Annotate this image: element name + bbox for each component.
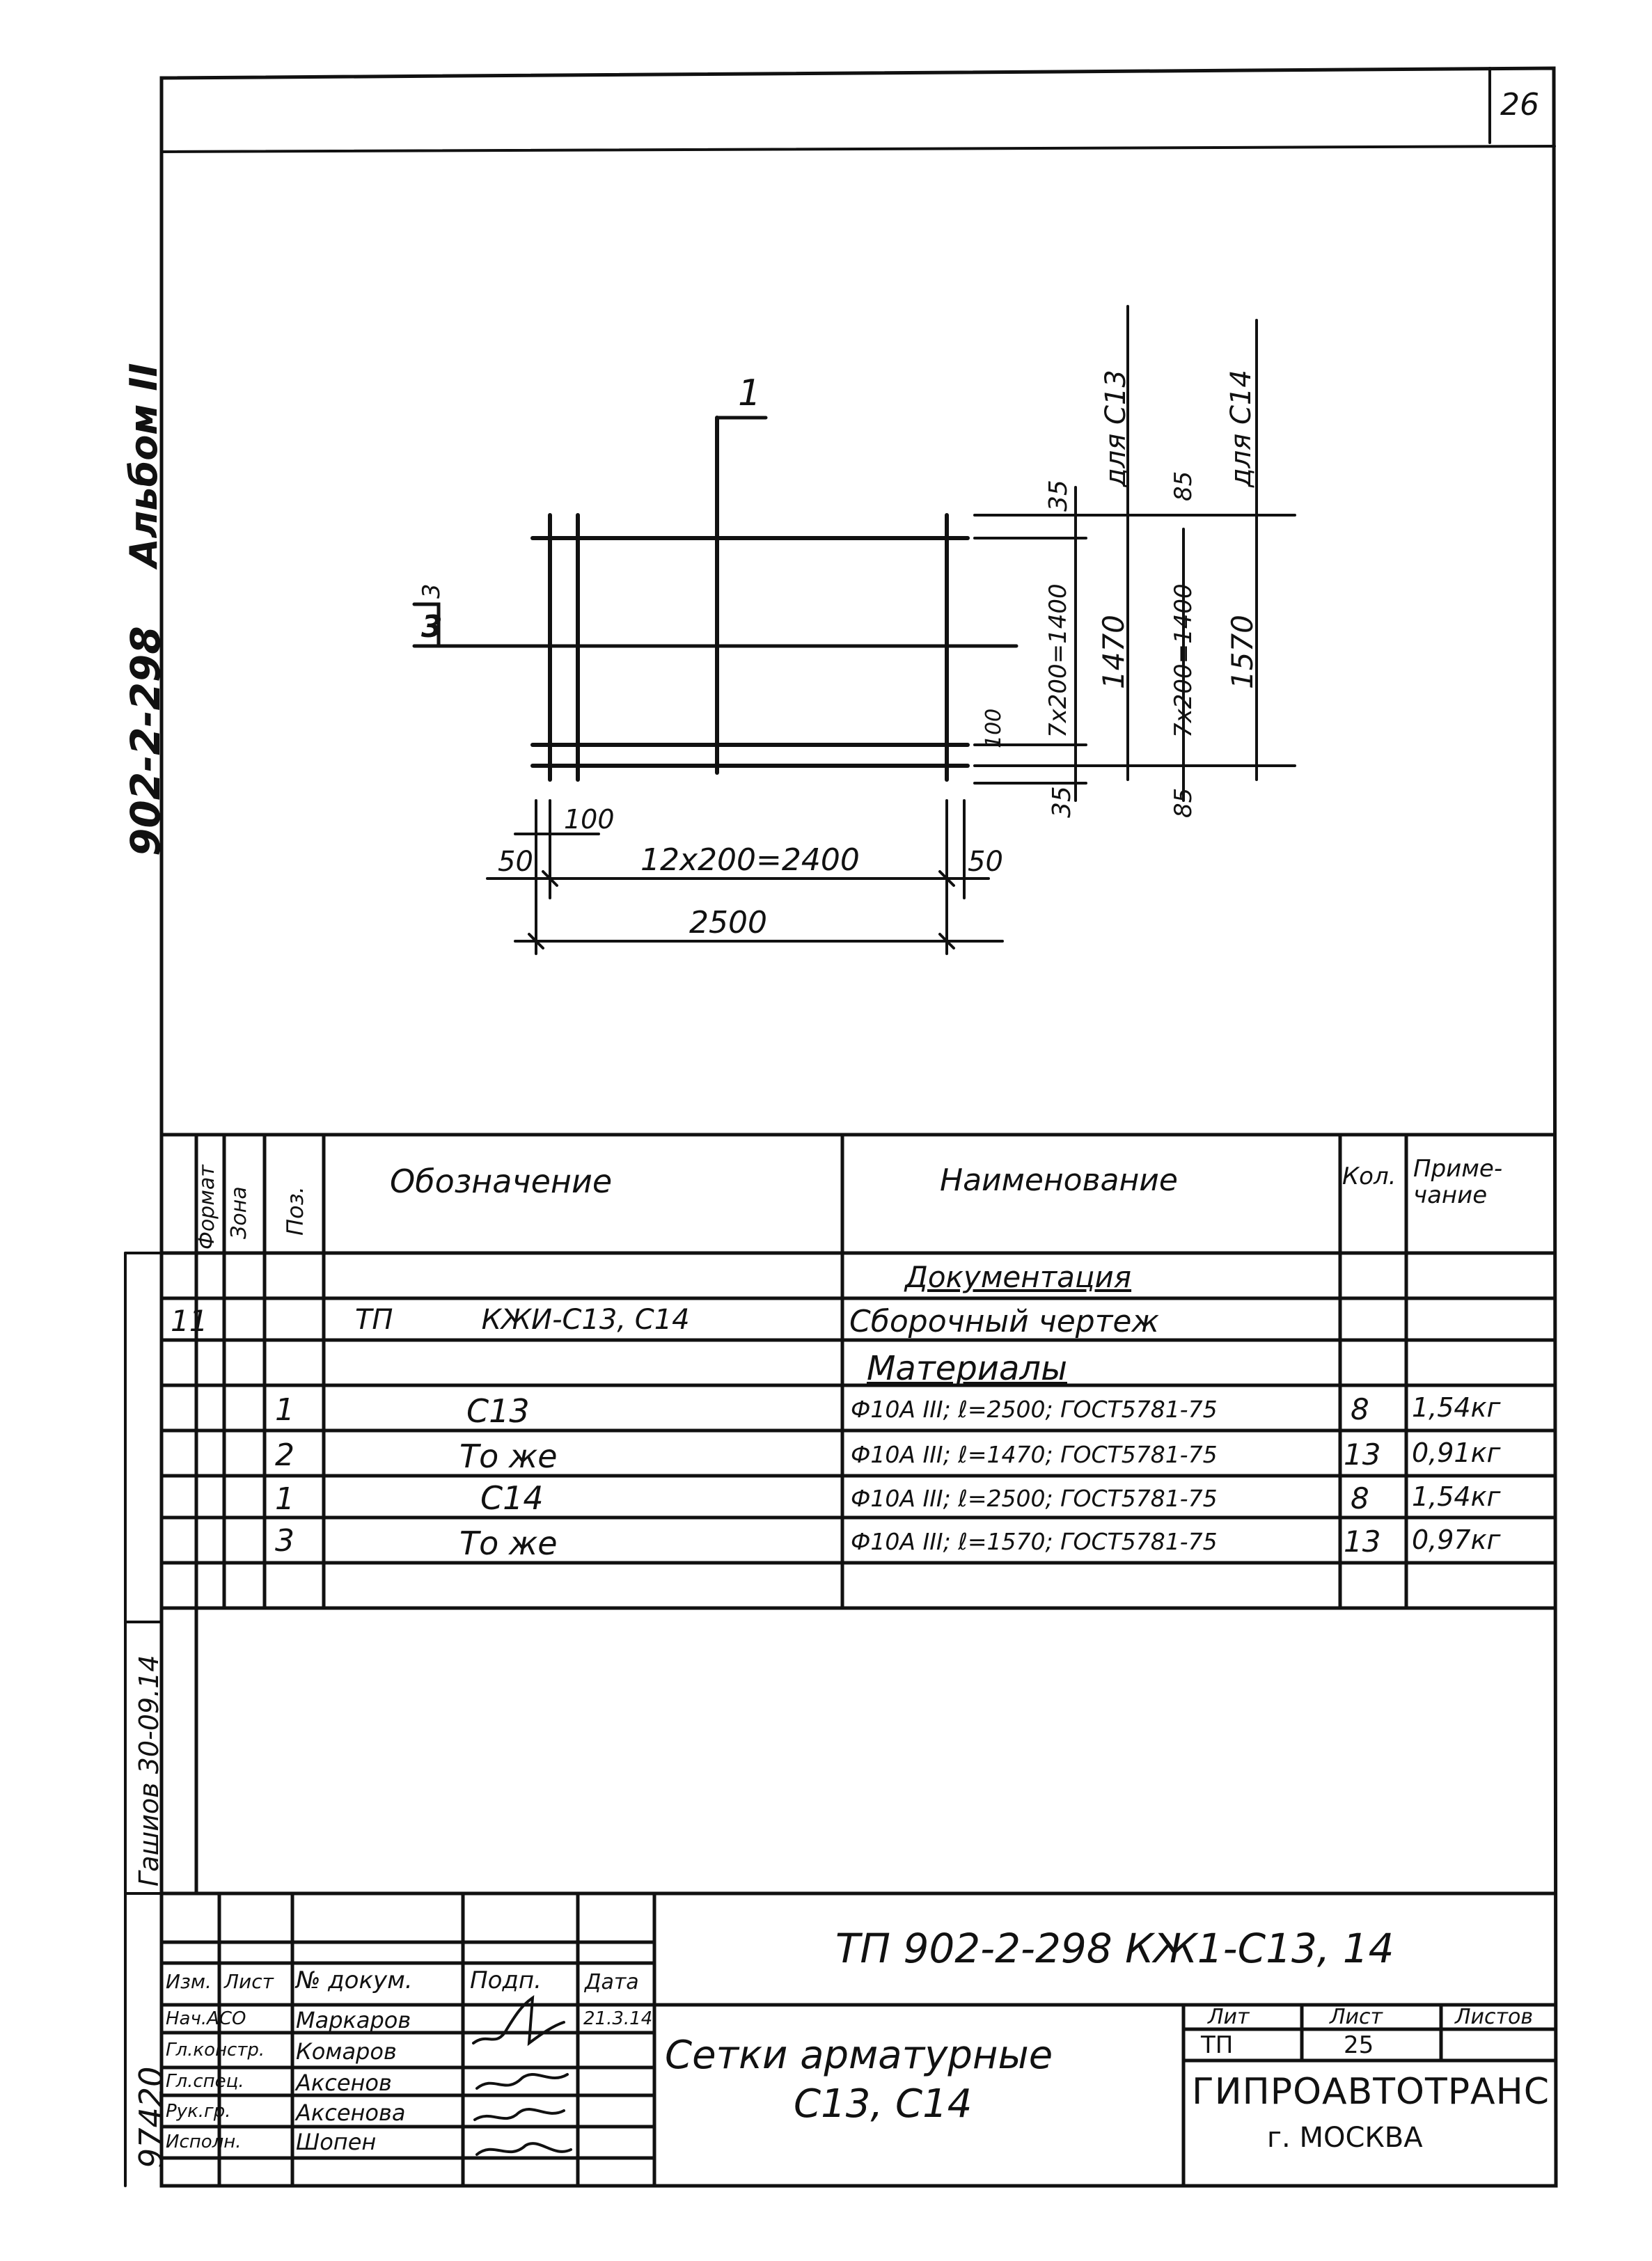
archive-number: 97420 (132, 2066, 170, 2168)
org-city: г. МОСКВА (1267, 2122, 1423, 2154)
dim-c14-top: 85 (1170, 471, 1197, 501)
dim-span: 12x200=2400 (640, 842, 860, 878)
dim-c13-caption: для С13 (1100, 370, 1132, 487)
row-note: 0,97кг (1412, 1525, 1501, 1555)
sig-name: Комаров (296, 2038, 397, 2065)
row-pos: 3 (275, 1523, 294, 1559)
row-pos: 1 (275, 1392, 294, 1428)
sig-role: Гл.спец. (166, 2071, 244, 2092)
row-qty: 13 (1344, 1525, 1381, 1559)
row-note: 1,54кг (1412, 1392, 1501, 1423)
side-album: Альбом II (122, 363, 166, 567)
dim-c14-bottom: 85 (1170, 787, 1197, 818)
signature-2 (475, 2073, 569, 2090)
header-format: Формат (195, 1165, 219, 1250)
right-dimensions (973, 305, 1296, 802)
dim-c14-caption: для С14 (1225, 370, 1257, 487)
row-format: 11 (171, 1304, 208, 1338)
doc-code: ТП 902-2-298 КЖ1-С13, 14 (835, 1925, 1394, 1972)
top-strip-line (160, 145, 1556, 153)
dim-c13-span: 7x200=1400 (1044, 583, 1072, 738)
sig-name: Аксенова (296, 2100, 406, 2126)
handwritten-signatures (472, 1995, 572, 2156)
row-qty: 8 (1351, 1392, 1369, 1426)
dim-right-end: 50 (968, 846, 1003, 878)
archive-stamp: Гашиов 30-09.14 (134, 1655, 164, 1887)
bottom-dimensions (486, 799, 1004, 955)
dim-c13-total: 1470 (1096, 615, 1131, 689)
row-name: Ф10А III; ℓ=1570; ГОСТ5781-75 (851, 1528, 1218, 1555)
sheets-label: Листов (1455, 2005, 1534, 2029)
row-note: 1,54кг (1412, 1481, 1501, 1512)
signature-4 (475, 2142, 572, 2156)
row-name: Сборочный чертеж (849, 1304, 1160, 1339)
row-qty: 8 (1351, 1481, 1369, 1515)
section-mark-side: 3 (418, 583, 446, 599)
dim-spacing-small: 100 (564, 804, 615, 835)
dim-c13-small: 100 (982, 708, 1006, 748)
row-designation: То же (459, 1525, 558, 1562)
signature-1 (472, 1995, 565, 2047)
row-pos: 1 (275, 1481, 294, 1517)
row-name: Ф10А III; ℓ=2500; ГОСТ5781-75 (851, 1396, 1218, 1423)
sig-name: Маркаров (296, 2007, 411, 2033)
section-mark-top: 3 (421, 609, 443, 645)
mesh-drawing (412, 416, 1018, 782)
row-name: Ф10А III; ℓ=1470; ГОСТ5781-75 (851, 1441, 1218, 1468)
row-note: 0,91кг (1412, 1437, 1501, 1468)
dim-total: 2500 (689, 905, 767, 940)
sheet-number: 26 (1500, 87, 1539, 123)
sig-name: Аксенов (296, 2070, 392, 2096)
signature-3 (473, 2108, 565, 2121)
dim-c13-bottom: 35 (1048, 786, 1076, 818)
dim-c13-top: 35 (1044, 480, 1073, 512)
row-designation: С14 (480, 1479, 544, 1517)
row-qty: 13 (1344, 1437, 1381, 1472)
col-doc-no: № докум. (296, 1967, 413, 1994)
header-qty: Кол. (1342, 1163, 1397, 1190)
sheet-label: Лист (1330, 2005, 1383, 2029)
row-documentation: Документация (905, 1260, 1132, 1294)
header-designation: Обозначение (390, 1163, 613, 1200)
sig-role: Гл.констр. (166, 2040, 265, 2061)
stage-label: Лит (1208, 2005, 1250, 2029)
header-name: Наименование (940, 1163, 1178, 1198)
spec-table-grid (159, 1133, 1557, 1896)
sheet-border (159, 66, 1558, 2188)
sig-role: Исполн. (166, 2132, 242, 2152)
header-pos: Поз. (282, 1186, 308, 1236)
title-block-grid (159, 1891, 1557, 2188)
header-zone: Зона (227, 1186, 251, 1239)
col-sheet: Лист (224, 1970, 274, 1993)
dim-c14-span: 7x200=1400 (1170, 583, 1197, 738)
sheet-value: 25 (1344, 2031, 1374, 2059)
sig-date: 21.3.14 (583, 2008, 653, 2029)
stage-value: ТП (1201, 2031, 1234, 2059)
side-code: 902-2-298 (122, 626, 169, 856)
row-name: Ф10А III; ℓ=2500; ГОСТ5781-75 (851, 1485, 1218, 1512)
header-note: Приме-чание (1413, 1155, 1503, 1209)
col-sign: Подп. (470, 1967, 542, 1994)
sig-name: Шопен (296, 2129, 377, 2155)
title-line-1: Сетки арматурные (665, 2033, 1053, 2078)
left-margin (124, 1252, 163, 2187)
col-date: Дата (585, 1970, 639, 1994)
col-change: Изм. (166, 1970, 212, 1993)
org-name: ГИПРОАВТОТРАНС (1192, 2071, 1550, 2113)
sig-role: Нач.АСО (166, 2008, 246, 2029)
row-designation: С13 (466, 1392, 530, 1430)
position-callout: 1 (738, 372, 762, 414)
sig-role: Рук.гр. (166, 2101, 231, 2122)
dim-left-end: 50 (498, 846, 533, 878)
title-line-2: С13, С14 (794, 2081, 973, 2127)
row-materials: Материалы (867, 1349, 1067, 1388)
row-pos: 2 (275, 1437, 294, 1473)
row-designation: То же (459, 1437, 558, 1475)
dim-c14-total: 1570 (1225, 615, 1259, 689)
row-designation: ТП КЖИ-С13, С14 (355, 1304, 690, 1336)
